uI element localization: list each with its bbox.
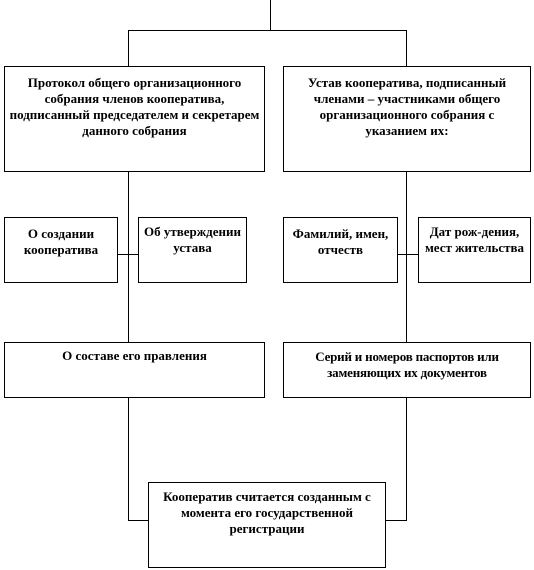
names-box: Фамилий, имен, отчеств <box>283 217 398 283</box>
approval-box-text: Об утверждении устава <box>143 224 241 255</box>
protocol-box-text: Протокол общего организационного собрани… <box>9 75 260 138</box>
protocol-box: Протокол общего организационного собрани… <box>4 66 265 172</box>
board-box-text: О составе его правления <box>62 348 207 363</box>
creation-box: О создании кооператива <box>4 217 118 283</box>
passports-box: Серий и номеров паспортов или заменяющих… <box>283 342 531 398</box>
names-box-text: Фамилий, имен, отчеств <box>292 226 389 257</box>
charter-box-text: Устав кооператива, подписанный членами –… <box>307 75 507 138</box>
charter-box: Устав кооператива, подписанный членами –… <box>283 66 531 172</box>
passports-box-text: Серий и номеров паспортов или заменяющих… <box>315 349 499 380</box>
creation-box-text: О создании кооператива <box>23 226 99 257</box>
birth-box: Дат рож-дения, мест жительства <box>418 217 531 283</box>
birth-box-text: Дат рож-дения, мест жительства <box>424 224 525 255</box>
result-box: Кооператив считается созданным с момента… <box>148 482 386 568</box>
result-box-text: Кооператив считается созданным с момента… <box>163 489 371 536</box>
approval-box: Об утверждении устава <box>138 217 247 283</box>
board-box: О составе его правления <box>4 342 265 398</box>
